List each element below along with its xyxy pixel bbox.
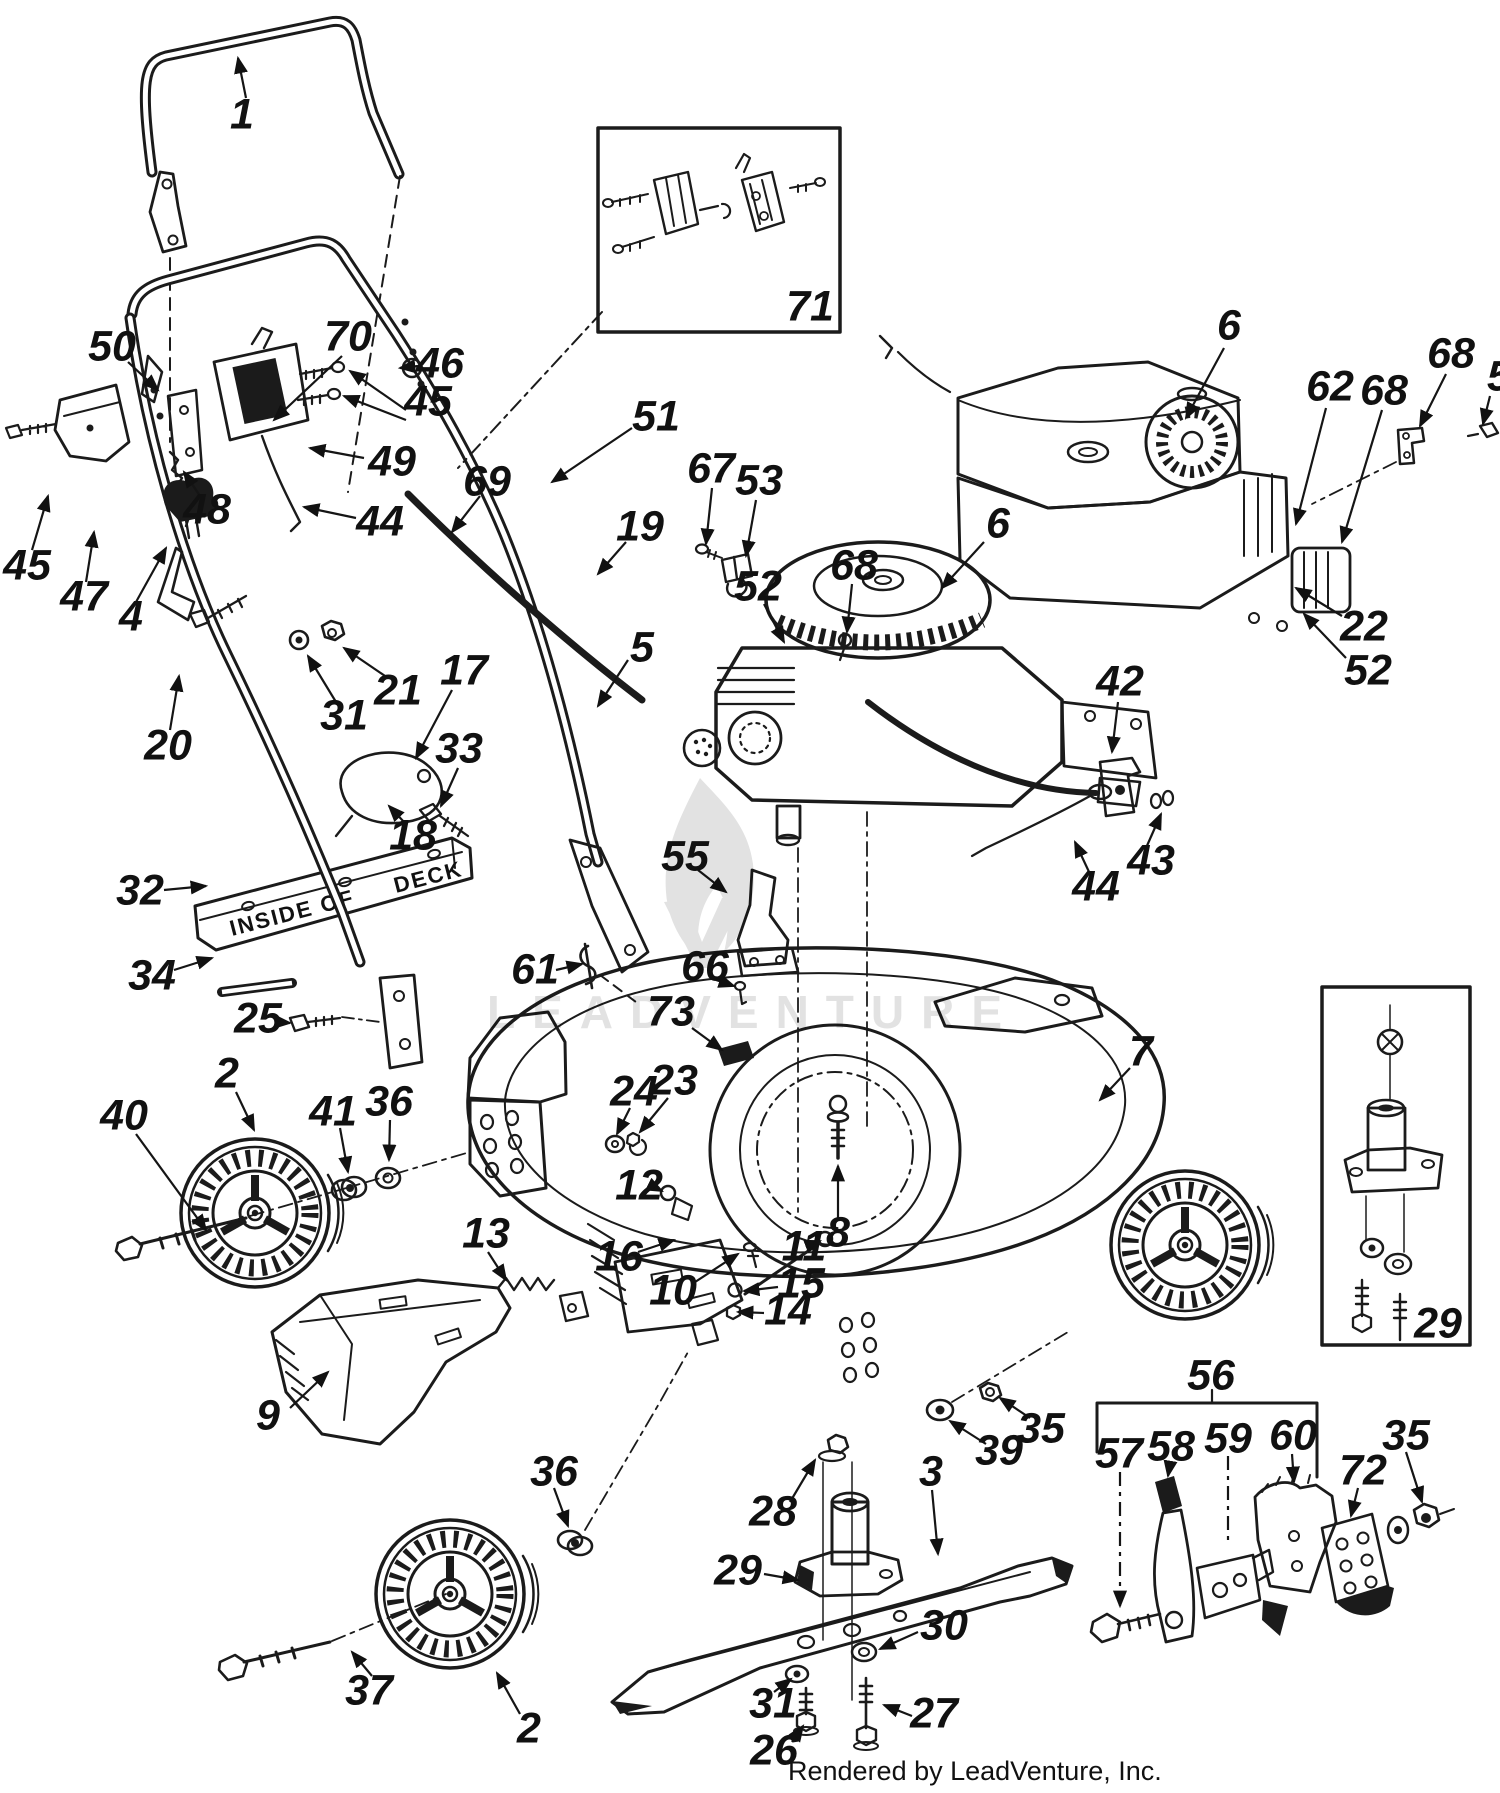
callout-72: 72: [1339, 1446, 1387, 1495]
callout-37: 37: [345, 1666, 393, 1715]
callout-19: 19: [616, 502, 664, 551]
callout-57: 57: [1095, 1429, 1143, 1478]
callout-48: 48: [183, 485, 231, 534]
callout-32: 32: [116, 866, 164, 915]
callout-3: 3: [919, 1447, 943, 1496]
callout-52: 52: [1344, 646, 1392, 695]
callout-6: 6: [986, 499, 1010, 548]
callout-68: 68: [830, 541, 878, 590]
callout-39: 39: [975, 1426, 1023, 1475]
callout-2: 2: [517, 1704, 541, 1753]
callout-49: 49: [368, 437, 416, 486]
engine-center: [682, 540, 1175, 1213]
callout-6: 6: [1217, 301, 1241, 350]
lower-handle: [124, 235, 650, 1070]
callout-45: 45: [3, 541, 51, 590]
callout-36: 36: [530, 1447, 578, 1496]
height-adjuster-group: [1089, 1388, 1455, 1644]
callout-59: 59: [1204, 1414, 1252, 1463]
callout-61: 61: [511, 945, 559, 994]
callout-7: 7: [1129, 1027, 1153, 1076]
callout-60: 60: [1269, 1411, 1317, 1460]
callout-47: 47: [60, 572, 108, 621]
callout-34: 34: [128, 951, 176, 1000]
callout-46: 46: [416, 339, 464, 388]
callout-24: 24: [610, 1067, 658, 1116]
callout-58: 58: [1147, 1422, 1195, 1471]
inset-box-71: [596, 126, 842, 334]
callout-25: 25: [234, 994, 282, 1043]
callout-4: 4: [119, 592, 143, 641]
callout-33: 33: [435, 724, 483, 773]
callout-2: 2: [215, 1049, 239, 1098]
callout-15: 15: [777, 1259, 825, 1308]
callout-17: 17: [440, 646, 488, 695]
callout-51: 51: [632, 392, 680, 441]
callout-13: 13: [462, 1209, 510, 1258]
callout-30: 30: [920, 1601, 968, 1650]
callout-35: 35: [1382, 1411, 1430, 1460]
callout-8: 8: [826, 1208, 850, 1257]
callout-9: 9: [256, 1391, 280, 1440]
callout-69: 69: [463, 457, 511, 506]
callout-71: 71: [786, 282, 834, 331]
lower-wheel-hardware: [217, 1351, 689, 1682]
callout-52: 52: [734, 562, 782, 611]
callout-5: 5: [1487, 355, 1500, 399]
callout-31: 31: [749, 1679, 797, 1728]
callout-21: 21: [374, 666, 422, 715]
callout-70: 70: [324, 312, 372, 361]
callout-43: 43: [1127, 836, 1175, 885]
footer-credit: Rendered by LeadVenture, Inc.: [788, 1756, 1162, 1786]
throttle-cable: [404, 490, 646, 704]
inset-box-29: [1320, 985, 1472, 1347]
callout-11: 11: [781, 1222, 827, 1271]
callout-29: 29: [714, 1546, 762, 1595]
callout-45: 45: [404, 377, 452, 426]
callout-14: 14: [764, 1286, 812, 1335]
callout-40: 40: [100, 1091, 148, 1140]
callout-41: 41: [309, 1087, 357, 1136]
callout-44: 44: [1072, 862, 1120, 911]
callout-5: 5: [630, 623, 654, 672]
callout-18: 18: [389, 811, 437, 860]
callout-12: 12: [615, 1161, 663, 1210]
callout-66: 66: [681, 942, 729, 991]
callout-73: 73: [647, 987, 695, 1036]
leader-lines: [30, 55, 1494, 1743]
callout-10: 10: [649, 1266, 697, 1315]
callout-53: 53: [735, 456, 783, 505]
callout-55: 55: [661, 832, 709, 881]
upper-handle: [139, 15, 405, 493]
callout-29: 29: [1414, 1299, 1462, 1348]
blade-assembly: [610, 1433, 1074, 1751]
engine-top-right: [878, 334, 1500, 632]
callout-35: 35: [1017, 1404, 1065, 1453]
callout-16: 16: [595, 1232, 643, 1281]
callout-31: 31: [320, 691, 368, 740]
callout-1: 1: [230, 90, 254, 139]
callout-68: 68: [1360, 366, 1408, 415]
callout-22: 22: [1340, 602, 1388, 651]
callout-27: 27: [910, 1689, 958, 1738]
callout-44: 44: [356, 497, 404, 546]
callout-62: 62: [1306, 362, 1354, 411]
callout-56: 56: [1187, 1351, 1235, 1400]
mower-deck: [466, 946, 1166, 1422]
callout-67: 67: [687, 444, 735, 493]
callout-20: 20: [144, 721, 192, 770]
callout-68: 68: [1427, 329, 1475, 378]
callout-50: 50: [88, 322, 136, 371]
callout-36: 36: [365, 1077, 413, 1126]
handle-controls: [4, 326, 470, 838]
callout-23: 23: [650, 1056, 698, 1105]
discharge-chute: [270, 1276, 590, 1446]
callout-28: 28: [749, 1487, 797, 1536]
callout-42: 42: [1096, 657, 1144, 706]
